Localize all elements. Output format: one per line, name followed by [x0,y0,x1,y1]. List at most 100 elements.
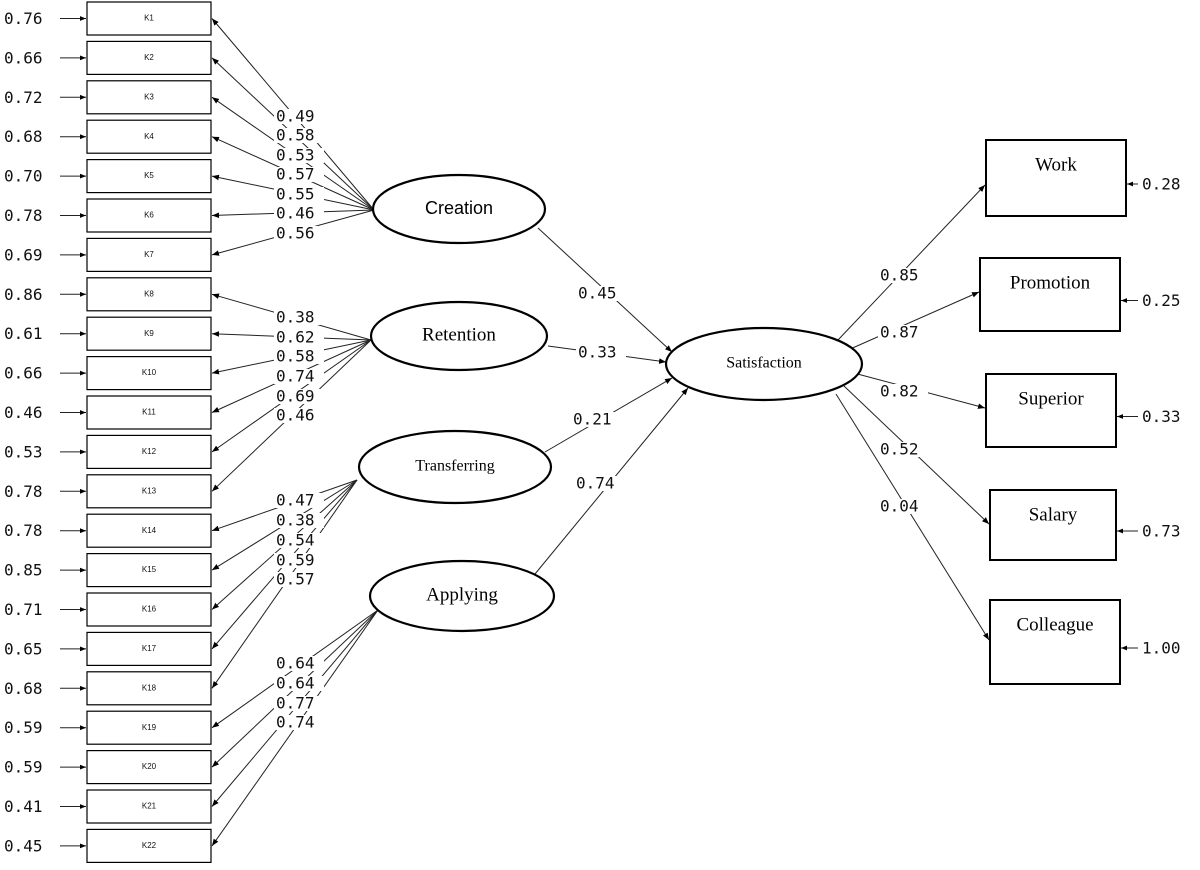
error-variance-label: 0.61 [4,324,43,343]
outcome-loading-label: 0.82 [880,382,919,401]
indicator-label: K4 [144,132,154,141]
loading-label-bg [274,206,324,221]
error-variance-label: 0.78 [4,206,43,225]
outcome-loading-path [835,393,990,641]
indicator-label: K19 [142,723,157,732]
error-variance-label: 0.68 [4,679,43,698]
loading-label: 0.54 [276,531,315,550]
error-variance-label: 0.45 [4,836,43,855]
error-variance-label: 0.69 [4,245,43,264]
loading-label: 0.58 [276,126,315,145]
error-variance-label: 0.68 [4,127,43,146]
indicator-label: K17 [142,644,157,653]
outcome-box-promotion [979,257,1121,332]
indicator-box-k12 [86,434,212,469]
outcome-loading-label: 0.52 [880,440,919,459]
loading-label-bg [274,715,324,730]
indicator-label: K11 [142,408,156,417]
outcome-label: Superior [1018,388,1084,409]
indicator-box-k6 [86,198,212,233]
path-coefficient-bg [576,345,626,360]
outcome-error-label: 1.00 [1142,639,1181,658]
error-variance-label: 0.70 [4,167,43,186]
indicator-label: K22 [142,841,157,850]
loading-label: 0.46 [276,204,315,223]
indicator-box-k19 [86,710,212,745]
indicator-label: K3 [144,92,154,101]
outcome-label: Work [1035,154,1077,175]
indicator-box-k2 [86,40,212,76]
latent-label-applying: Applying [426,584,498,605]
indicator-label: K13 [142,486,157,495]
loading-label: 0.55 [276,185,315,204]
path-coefficient-creation: 0.45 [578,284,617,303]
loading-label: 0.77 [276,694,315,713]
indicator-label: K6 [144,211,154,220]
error-variance-label: 0.59 [4,758,43,777]
loading-label-bg [274,349,324,364]
outcome-label: Salary [1029,504,1078,525]
loading-label-bg [274,493,324,508]
latent-applying [368,559,556,633]
loading-label: 0.49 [276,107,315,126]
outcome-label: Colleague [1016,614,1093,635]
indicator-box-k1 [86,1,212,36]
path-coefficient-retention: 0.33 [578,343,617,362]
latent-label-satisfaction: Satisfaction [726,355,802,372]
loading-label-bg [274,533,324,548]
error-variance-label: 0.86 [4,285,43,304]
error-variance-label: 0.78 [4,521,43,540]
indicator-label: K9 [144,329,154,338]
loading-label: 0.38 [276,308,315,327]
indicator-box-k5 [86,159,212,194]
indicator-label: K7 [144,250,154,259]
outcome-loading-bg [878,499,928,514]
error-variance-label: 0.53 [4,442,43,461]
loading-label-bg [274,167,324,182]
indicator-box-k22 [86,828,212,864]
outcome-error-label: 0.73 [1142,522,1181,541]
loading-label-bg [274,389,324,404]
latent-transferring [357,429,553,505]
indicator-box-k20 [86,749,212,785]
outcome-label: Promotion [1010,272,1091,293]
error-variance-label: 0.66 [4,364,43,383]
outcome-loading-label: 0.87 [880,323,919,342]
loading-label-bg [274,330,324,345]
loading-label: 0.59 [276,551,315,570]
path-lines [60,16,1138,849]
indicator-box-k17 [86,631,212,667]
indicator-label: K10 [142,368,157,377]
latent-label-retention: Retention [422,324,496,345]
outcome-box-salary [989,489,1117,561]
loading-label-bg [274,572,324,587]
indicator-box-k14 [86,513,212,548]
outcome-loading-label: 0.85 [880,266,919,285]
indicator-box-k13 [86,474,212,509]
indicator-label: K1 [144,14,154,23]
loading-label: 0.47 [276,491,315,510]
loading-label: 0.62 [276,328,315,347]
path-coefficient-transferring: 0.21 [573,410,612,429]
loading-label-bg [274,696,324,711]
outcome-loading-label: 0.04 [880,497,919,516]
loading-label: 0.57 [276,165,315,184]
error-variance-label: 0.46 [4,403,43,422]
indicator-label: K16 [142,605,157,614]
indicator-box-k4 [86,119,212,154]
latent-retention [369,300,549,372]
outcome-error-label: 0.33 [1142,407,1181,426]
indicator-box-k3 [86,80,212,115]
error-variance-label: 0.59 [4,718,43,737]
indicator-box-k9 [86,316,212,351]
loading-label-bg [274,148,324,163]
latent-satisfaction [664,326,864,402]
path-coefficient-bg [576,286,626,301]
error-variance-label: 0.76 [4,9,43,28]
indicator-label: K18 [142,683,157,692]
loading-label: 0.64 [276,654,315,673]
indicator-label: K8 [144,289,154,298]
outcome-error-label: 0.28 [1142,175,1181,194]
error-variance-label: 0.85 [4,561,43,580]
